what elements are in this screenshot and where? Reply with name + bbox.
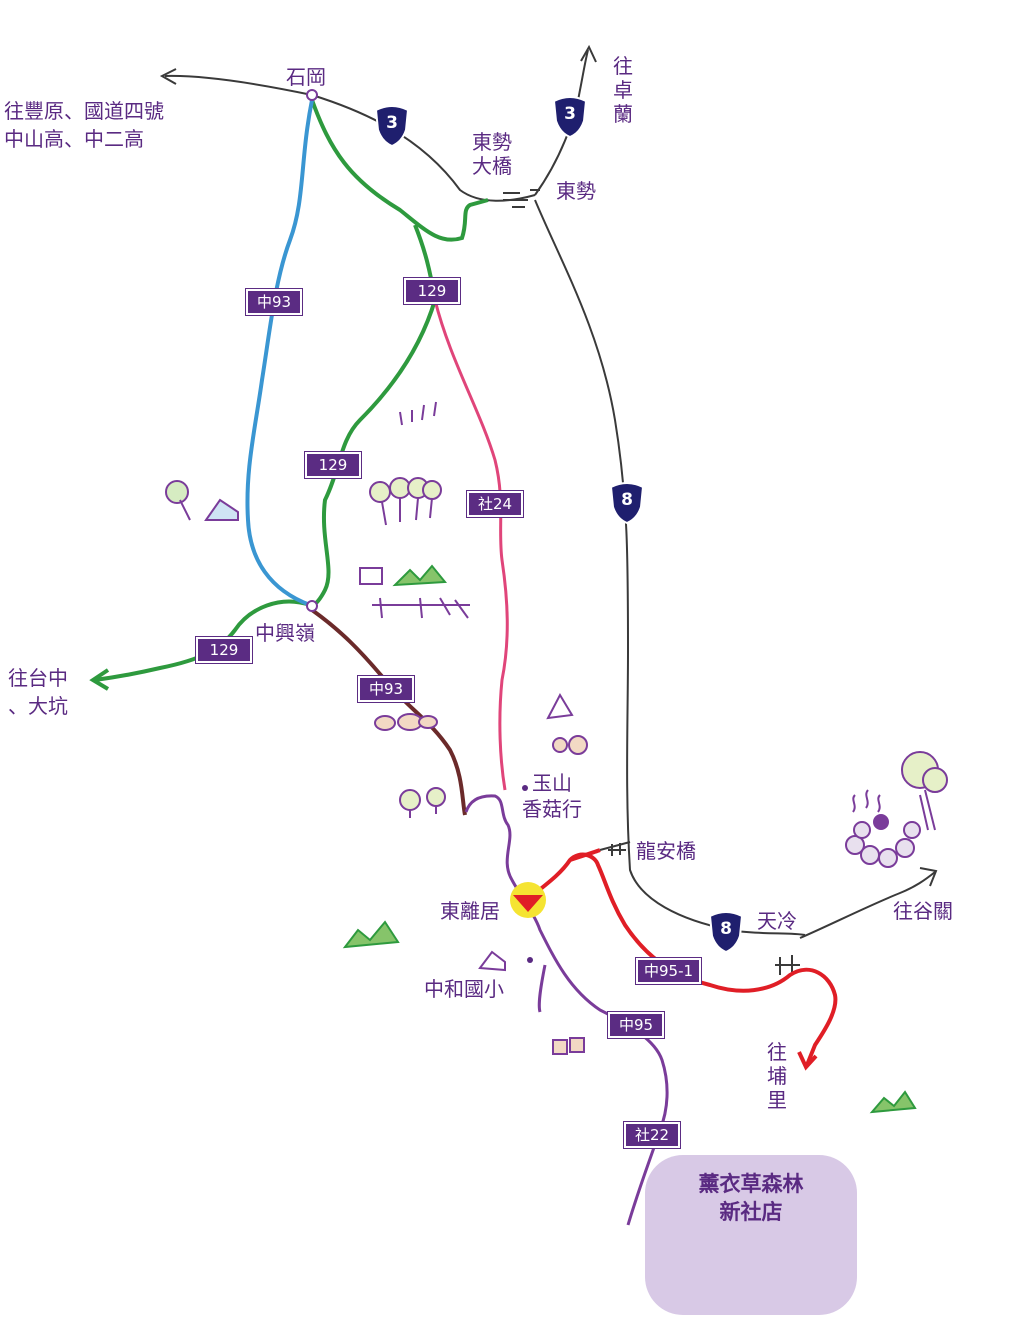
prov3-shield-a: 3 (372, 104, 412, 148)
badge-she24: 社24 (467, 491, 523, 517)
tree-doodle-left (165, 480, 191, 521)
road-to-zhuolan-arrow (580, 44, 597, 63)
label-to-puli: 往埔里 (767, 1040, 787, 1112)
prov8-shield-b-number: 8 (720, 919, 732, 939)
label-dongshi-ju: 東離居 (440, 899, 500, 923)
label-yushan: 玉山 香菇行 (522, 771, 582, 821)
label-to-fengyuan-2: 中山高、中二高 (4, 127, 144, 151)
yushan-dot (522, 785, 528, 791)
tree-cluster-doodle (369, 477, 442, 526)
zhonghe-dot (527, 957, 533, 963)
cup-doodle (552, 1037, 585, 1055)
road-prov3-north (534, 49, 589, 196)
label-to-fengyuan: 往豐原、國道四號 (4, 99, 164, 123)
label-longan-bridge: 龍安橋 (636, 839, 696, 863)
tianleng-bridge-marks (775, 955, 800, 975)
label-to-taichung: 往台中 、大坑 (8, 666, 68, 718)
label-zhonghe-school: 中和國小 (424, 977, 504, 1001)
mountain-doodle-mid (392, 564, 448, 587)
badge-zhong95-1: 中95-1 (636, 958, 702, 984)
mountain-doodle-right (869, 1090, 917, 1114)
route-to-puli-arrow (797, 1051, 818, 1071)
label-dongshi: 東勢 (556, 179, 596, 203)
badge-zhong93-lower: 中93 (358, 676, 414, 702)
badge-129-upper: 129 (404, 278, 460, 304)
road-to-fengyuan-arrow (159, 68, 177, 85)
prov3-shield-a-number: 3 (386, 113, 398, 133)
badge-129-middle: 129 (305, 452, 361, 478)
shigang-dot (306, 89, 318, 101)
dongshi-ju-marker (513, 895, 543, 912)
tree-doodle-right (901, 751, 948, 831)
prov3-shield-b-number: 3 (564, 104, 576, 124)
hot-spring-doodle (845, 789, 921, 868)
badge-she22: 社22 (624, 1122, 680, 1148)
mushroom-doodle (374, 713, 438, 731)
prov8-shield-a-number: 8 (621, 490, 633, 510)
route-129-arrow (89, 668, 110, 691)
shield-icon (609, 482, 645, 525)
sign-doodle (359, 567, 470, 619)
mountain-doodle-left (342, 920, 400, 949)
badge-zhong95: 中95 (608, 1012, 664, 1038)
road-prov8 (534, 199, 806, 936)
label-dongshi-bridge: 東勢 大橋 (472, 130, 512, 178)
route-129-green (310, 99, 489, 242)
road-to-guguan (799, 871, 936, 939)
shield-icon (374, 105, 410, 148)
badge-129-lower: 129 (196, 637, 252, 663)
label-tianleng: 天冷 (757, 909, 797, 933)
longan-bridge-marks (608, 843, 626, 856)
prov8-shield-a: 8 (607, 481, 647, 525)
shield-icon (552, 96, 588, 139)
prov3-shield-b: 3 (550, 95, 590, 139)
shield-icon (708, 911, 744, 954)
road-to-guguan-arrow (919, 867, 938, 887)
prov8-shield-b: 8 (706, 910, 746, 954)
route-zhong93-blue (245, 99, 314, 607)
store-name: 薰衣草森林 新社店 (698, 1171, 804, 1224)
route-zhong93-brown (310, 608, 467, 816)
road-longan-link (599, 841, 631, 851)
school-doodle (478, 950, 506, 972)
tent-doodle (546, 692, 574, 720)
label-shigang: 石岡 (286, 65, 326, 89)
mushroom-small-doodle (552, 735, 588, 755)
label-to-zhuolan: 往卓蘭 (613, 54, 633, 126)
road-to-fengyuan (164, 74, 313, 96)
tree-doodle-lower (399, 787, 446, 818)
route-red-longan (569, 848, 601, 862)
badge-zhong93-upper: 中93 (246, 289, 302, 315)
route-zhonghe-spur (537, 964, 547, 1013)
route-she24-pink (433, 299, 509, 791)
store-area (645, 1155, 857, 1315)
label-zhongxing: 中興嶺 (255, 621, 315, 645)
label-to-guguan: 往谷關 (893, 899, 953, 923)
zhongxing-dot (306, 600, 318, 612)
dongshi-bridge-marks (503, 189, 540, 208)
flower-doodle (399, 401, 437, 426)
house-doodle-left (204, 498, 239, 521)
